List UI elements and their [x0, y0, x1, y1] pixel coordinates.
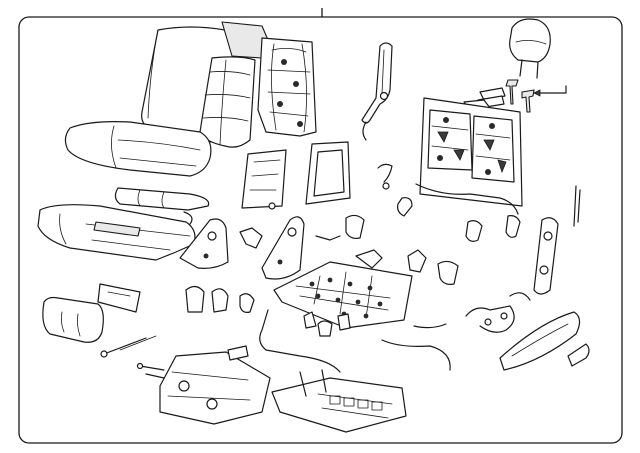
recliner-bracket	[179, 216, 559, 295]
seat-cushion-frame-trim	[37, 204, 196, 261]
headrest	[509, 18, 551, 79]
brackets	[239, 163, 581, 285]
seat-back-panel	[221, 21, 317, 137]
diagram-border	[18, 16, 623, 444]
seat-frame-pan	[273, 261, 413, 337]
pointer-arrow	[533, 85, 567, 97]
seat-cushion-pad	[64, 121, 212, 177]
seat-belt-guide	[361, 42, 393, 141]
storage-bin	[42, 296, 104, 343]
wiring-harness	[259, 292, 531, 373]
base-tray-grid	[329, 395, 383, 411]
seat-cushion-cover	[114, 187, 210, 225]
side-shield	[499, 311, 590, 371]
seat-back-frame-right	[415, 97, 523, 215]
left-brackets	[97, 283, 255, 313]
back-panel-insert-2	[305, 141, 351, 205]
back-panel-insert-1	[241, 149, 287, 210]
seat-base-tray	[159, 345, 407, 433]
seat-back-cushion	[141, 26, 256, 148]
gas-strut	[100, 335, 165, 379]
